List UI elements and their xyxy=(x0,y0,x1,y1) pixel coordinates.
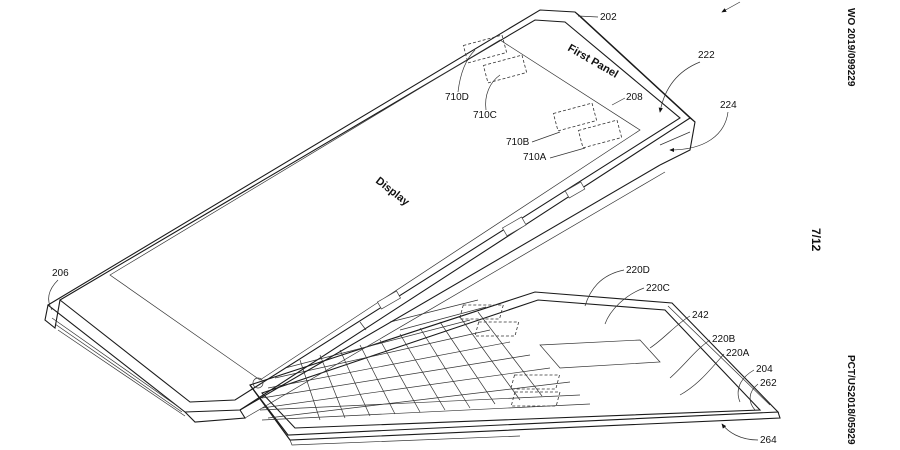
ref-204: 204 xyxy=(756,364,773,375)
ref-264: 264 xyxy=(760,435,777,446)
keyboard-base xyxy=(249,291,781,446)
trackpad-242 xyxy=(539,339,661,369)
application-number: PCT/US2018/05929 xyxy=(845,355,856,445)
ref-710D: 710D xyxy=(445,92,469,103)
ref-202: 202 xyxy=(600,12,617,23)
ref-222: 222 xyxy=(698,50,715,61)
ref-220C: 220C xyxy=(646,283,670,294)
ref-710C: 710C xyxy=(473,110,497,121)
modules-710 xyxy=(462,34,623,149)
sheet-number: 7/12 xyxy=(809,228,823,252)
display-panel xyxy=(44,9,696,423)
ref-220A: 220A xyxy=(726,348,750,359)
ref-710B: 710B xyxy=(506,137,530,148)
ref-710A: 710A xyxy=(523,152,547,163)
ref-220B: 220B xyxy=(712,334,736,345)
ref-208: 208 xyxy=(626,92,643,103)
ref-224: 224 xyxy=(720,100,737,111)
modules-220 xyxy=(459,304,561,407)
publication-number: WO 2019/099229 xyxy=(845,8,856,87)
ref-262: 262 xyxy=(760,378,777,389)
ref-206: 206 xyxy=(52,268,69,279)
ref-242: 242 xyxy=(692,310,709,321)
screen-area xyxy=(109,39,641,381)
keyboard-keys xyxy=(259,299,591,421)
label-display: Display xyxy=(373,175,412,209)
reference-numerals: 202 222 224 208 710D 710C 710B 710A 206 … xyxy=(48,1,777,446)
ref-220D: 220D xyxy=(626,265,650,276)
